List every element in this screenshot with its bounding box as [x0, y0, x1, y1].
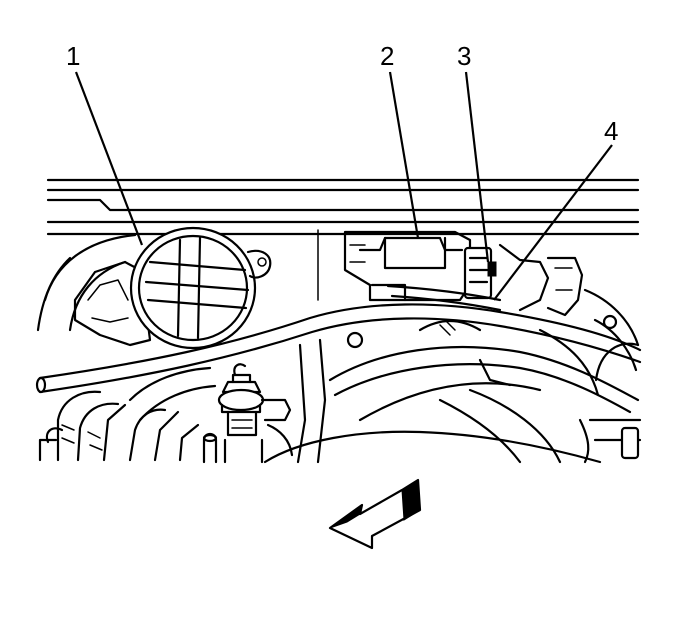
- leader-line-2: [388, 71, 420, 239]
- callout-label-1: 1: [66, 41, 80, 71]
- front-direction-arrow-icon: [328, 478, 422, 550]
- lower-left-engine-detail: [38, 390, 218, 464]
- right-side-components: [498, 243, 642, 460]
- callout-label-3: 3: [457, 41, 471, 71]
- leader-line-4: [493, 144, 613, 301]
- callout-label-2: 2: [380, 41, 394, 71]
- leader-line-1: [74, 71, 144, 246]
- hoses: [35, 284, 642, 464]
- leader-line-3: [464, 71, 490, 263]
- callout-label-4: 4: [604, 116, 618, 146]
- upper-rail: [46, 178, 640, 236]
- lower-engine-detail: [263, 328, 602, 464]
- leader-lines: [74, 71, 613, 301]
- center-damper: [217, 363, 294, 464]
- part-3-connector: [463, 246, 497, 300]
- part-1-round-component: [73, 226, 272, 350]
- part-2-module-bracket: [317, 229, 472, 302]
